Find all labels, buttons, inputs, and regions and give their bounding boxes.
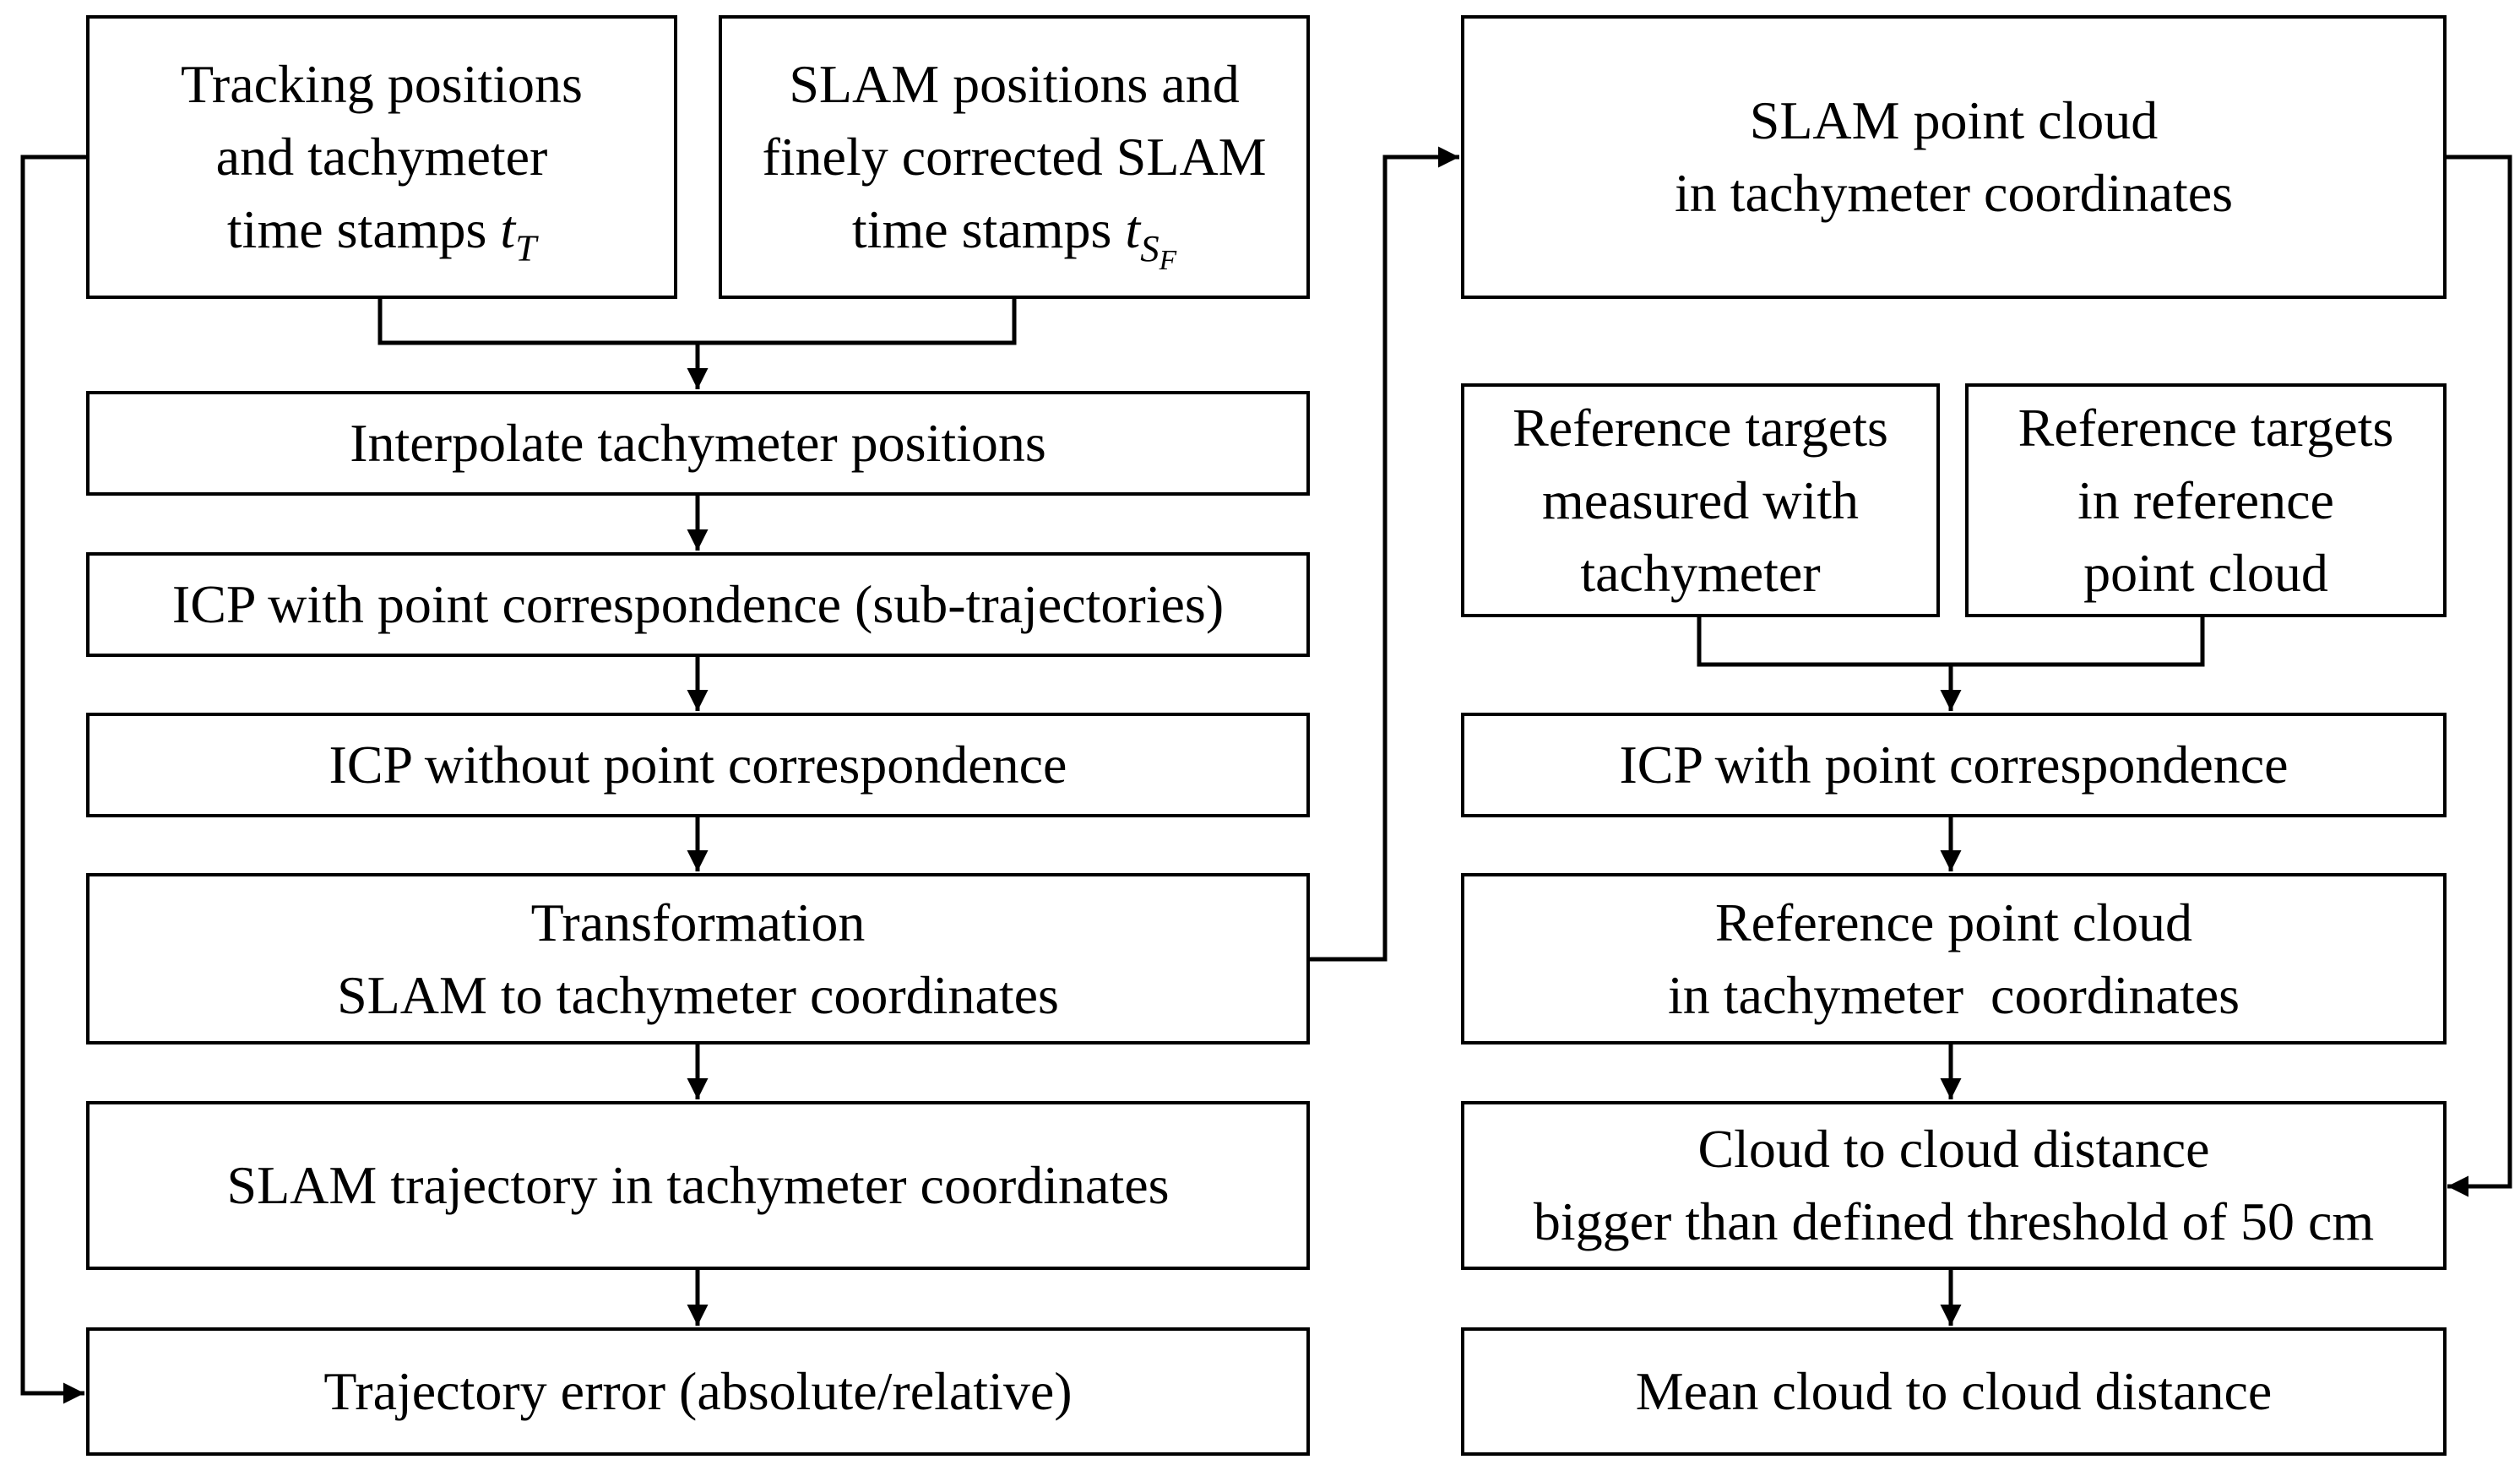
transformation-line-2: SLAM to tachymeter coordinates [337,964,1059,1025]
slam-cloud-line-1: SLAM point cloud [1749,90,2159,150]
slam-positions-line-3: time stamps tSF [851,193,1176,274]
slam-point-cloud-box: SLAM point cloud in tachymeter coordinat… [1461,15,2447,299]
tracking-line-3: time stamps tT [226,193,536,267]
ref-targets-tachy-line-1: Reference targets [1513,397,1888,458]
icp-without-label: ICP without point correspondence [329,735,1067,795]
symbol-sub-S: S [1140,226,1160,269]
reference-targets-tachymeter-box: Reference targets measured with tachymet… [1461,383,1940,617]
link-transformation-to-slam-cloud [1309,146,1459,962]
c2c-line-1: Cloud to cloud distance [1697,1119,2210,1179]
mean-c2c-label: Mean cloud to cloud distance [1635,1361,2273,1421]
tracking-positions-box: Tracking positions and tachymeter time s… [86,15,677,299]
ref-targets-tachy-line-2: measured with [1542,469,1859,530]
symbol-subsub-F: F [1159,244,1177,276]
symbol-t-slam: t [1125,199,1141,259]
tachymeter-timestamp-symbol: tT [500,199,536,267]
slam-positions-line-3-text: time stamps [851,199,1112,259]
right-icp-with-correspondence-box: ICP with point correspondence [1461,713,2447,817]
icp-without-correspondence-box: ICP without point correspondence [86,713,1310,817]
merge-top-left [377,297,1017,345]
bypass-left [20,155,88,1404]
ref-targets-tachy-line-3: tachymeter [1580,542,1821,603]
c2c-line-2: bigger than defined threshold of 50 cm [1533,1191,2375,1251]
icp-with-label: ICP with point correspondence (sub-traje… [171,574,1225,634]
slam-positions-line-2: finely corrected SLAM [762,127,1267,187]
ref-targets-cloud-line-2: in reference [2077,469,2334,530]
slam-trajectory-label: SLAM trajectory in tachymeter coordinate… [226,1155,1170,1215]
ref-targets-cloud-line-1: Reference targets [2018,397,2394,458]
symbol-sub-T: T [515,226,537,269]
trajectory-error-label: Trajectory error (absolute/relative) [323,1361,1073,1421]
icp-with-correspondence-box: ICP with point correspondence (sub-traje… [86,552,1310,657]
slam-timestamp-symbol: tSF [1125,199,1176,274]
link-slam-cloud-to-c2c [2445,155,2512,1197]
transformation-box: Transformation SLAM to tachymeter coordi… [86,873,1310,1044]
interpolate-box: Interpolate tachymeter positions [86,391,1310,496]
transformation-line-1: Transformation [530,892,866,952]
right-icp-label: ICP with point correspondence [1619,735,2289,795]
tracking-line-2: and tachymeter [215,127,548,187]
slam-cloud-line-2: in tachymeter coordinates [1674,163,2234,223]
reference-point-cloud-box: Reference point cloud in tachymeter coor… [1461,873,2447,1044]
merge-ref-targets [1697,616,2205,667]
mean-cloud-distance-box: Mean cloud to cloud distance [1461,1327,2447,1456]
tracking-line-3-text: time stamps [226,199,487,259]
interpolate-label: Interpolate tachymeter positions [350,413,1046,473]
tracking-line-1: Tracking positions [181,54,583,114]
symbol-t: t [500,199,516,259]
slam-positions-box: SLAM positions and finely corrected SLAM… [719,15,1310,299]
cloud-distance-threshold-box: Cloud to cloud distance bigger than defi… [1461,1101,2447,1270]
ref-targets-cloud-line-3: point cloud [2083,542,2328,603]
slam-positions-line-1: SLAM positions and [789,54,1240,114]
trajectory-error-box: Trajectory error (absolute/relative) [86,1327,1310,1456]
ref-cloud-line-1: Reference point cloud [1714,892,2193,952]
slam-trajectory-box: SLAM trajectory in tachymeter coordinate… [86,1101,1310,1270]
reference-targets-cloud-box: Reference targets in reference point clo… [1965,383,2447,617]
ref-cloud-line-2: in tachymeter coordinates [1667,964,2240,1025]
